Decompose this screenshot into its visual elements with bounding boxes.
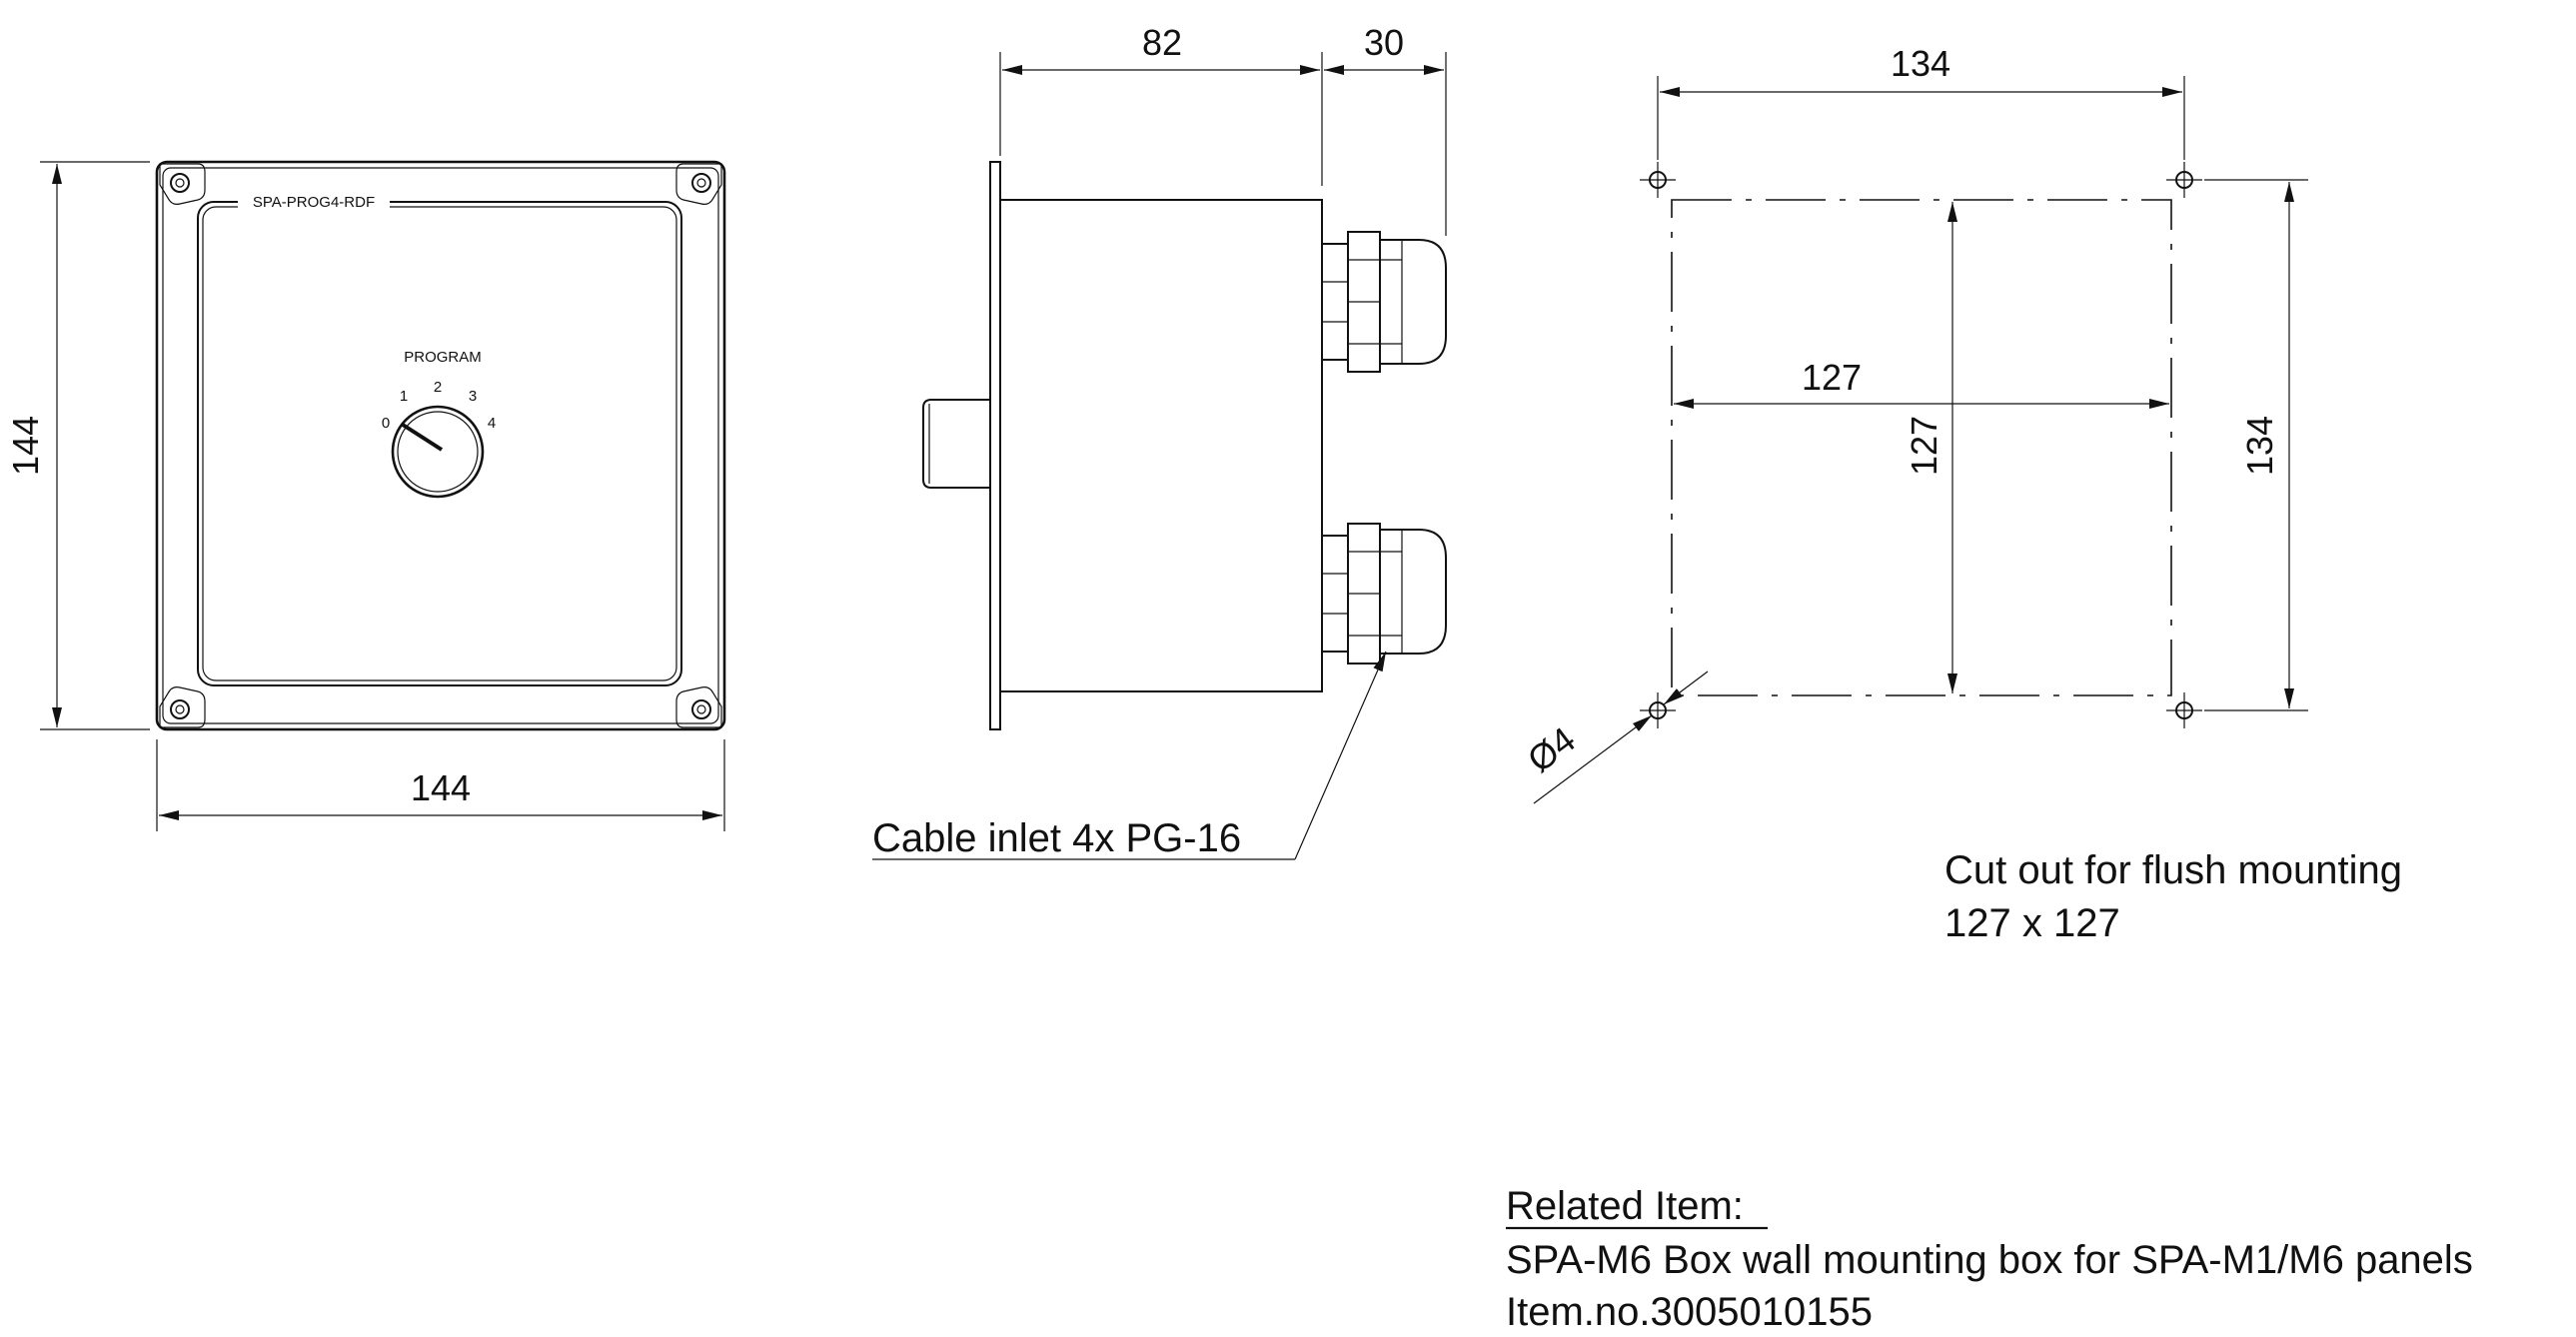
cutout-caption-line1: Cut out for flush mounting bbox=[1944, 848, 2402, 892]
screw-icon bbox=[170, 699, 190, 719]
cable-gland-upper bbox=[1321, 231, 1447, 373]
cutout-outer-height-dim: 134 bbox=[2239, 416, 2280, 476]
side-view: 82 30 Cable inlet 4x PG-16 bbox=[872, 22, 1447, 860]
front-housing-inner-edge bbox=[162, 167, 719, 724]
dial-title: PROGRAM bbox=[404, 349, 482, 366]
dial-position-2: 2 bbox=[434, 379, 442, 396]
mounting-holes bbox=[1640, 162, 2202, 728]
dial-position-1: 1 bbox=[400, 388, 408, 405]
side-knob bbox=[922, 399, 990, 489]
dial-position-3: 3 bbox=[469, 388, 477, 405]
cutout-caption-line2: 127 x 127 bbox=[1944, 901, 2120, 945]
cable-gland-lower bbox=[1321, 523, 1447, 665]
side-gland-dim: 30 bbox=[1364, 22, 1404, 63]
related-heading: Related Item: bbox=[1506, 1184, 1744, 1228]
corner-screws bbox=[159, 163, 722, 728]
front-view: SPA-PROG4-RDF PROGRAM 0 1 2 3 4 bbox=[5, 160, 726, 831]
screw-icon bbox=[691, 699, 711, 719]
cutout-inner-height-dim: 127 bbox=[1904, 416, 1944, 476]
front-housing-outline bbox=[155, 160, 726, 731]
front-width-dim: 144 bbox=[411, 767, 471, 808]
program-dial bbox=[391, 405, 485, 499]
cutout-view: 134 134 127 127 Ø4 Cut out for flush mou… bbox=[1520, 43, 2402, 945]
cutout-inner-width-dim: 127 bbox=[1802, 357, 1862, 398]
side-flange bbox=[989, 161, 1001, 730]
cable-inlet-callout: Cable inlet 4x PG-16 bbox=[872, 816, 1241, 860]
screw-icon bbox=[691, 173, 711, 193]
model-label: SPA-PROG4-RDF bbox=[253, 194, 375, 211]
screw-icon bbox=[170, 173, 190, 193]
front-height-dim: 144 bbox=[5, 416, 46, 476]
side-body bbox=[999, 199, 1323, 692]
related-description: SPA-M6 Box wall mounting box for SPA-M1/… bbox=[1506, 1238, 2473, 1282]
related-item: Related Item: SPA-M6 Box wall mounting b… bbox=[1506, 1184, 2473, 1334]
side-depth-dim: 82 bbox=[1142, 22, 1182, 63]
front-window bbox=[197, 201, 682, 686]
related-item-number: Item.no.3005010155 bbox=[1506, 1290, 1873, 1334]
cutout-outline bbox=[1671, 199, 2172, 696]
dial-pointer bbox=[401, 423, 444, 452]
front-window-inner bbox=[202, 206, 677, 681]
dial-position-0: 0 bbox=[382, 415, 390, 432]
dial-position-4: 4 bbox=[488, 415, 496, 432]
cutout-outer-width-dim: 134 bbox=[1891, 43, 1950, 84]
hole-diameter-dim: Ø4 bbox=[1520, 718, 1583, 780]
